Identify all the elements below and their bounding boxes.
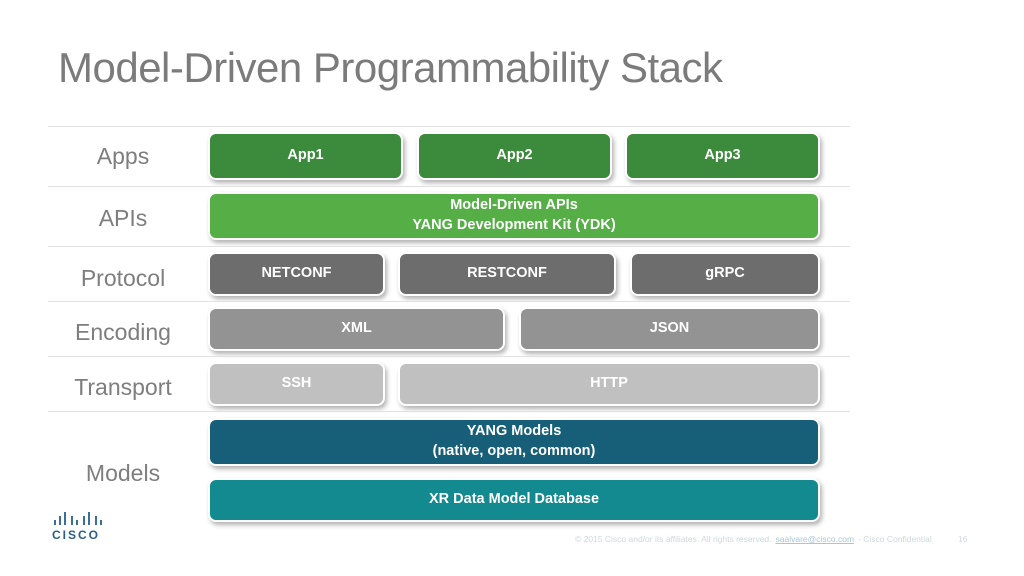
box-label: SSH [281, 375, 312, 392]
cisco-bars-icon [54, 512, 110, 525]
box-netconf[interactable]: NETCONF [208, 252, 385, 296]
box-app1[interactable]: App1 [208, 132, 403, 180]
row-divider [48, 186, 850, 187]
row-divider [48, 411, 850, 412]
row-label-transport: Transport [74, 374, 172, 400]
box-label-line-2: YANG Development Kit (YDK) [412, 217, 616, 233]
box-label-line-1: Model-Driven APIs [450, 197, 578, 214]
box-yang-models[interactable]: YANG Models (native, open, common) [208, 418, 820, 466]
row-divider [48, 356, 850, 357]
box-ssh[interactable]: SSH [208, 362, 385, 406]
box-label: NETCONF [261, 265, 332, 282]
box-http[interactable]: HTTP [398, 362, 820, 406]
box-label: XR Data Model Database [428, 491, 600, 508]
box-app2[interactable]: App2 [417, 132, 612, 180]
box-app3[interactable]: App3 [625, 132, 820, 180]
box-label: App1 [287, 147, 324, 164]
box-restconf[interactable]: RESTCONF [398, 252, 616, 296]
page-title: Model-Driven Programmability Stack [58, 44, 723, 91]
box-grpc[interactable]: gRPC [630, 252, 820, 296]
cisco-wordmark: CISCO [52, 528, 101, 542]
box-label-line-2: (native, open, common) [432, 443, 596, 459]
box-model-driven-apis[interactable]: Model-Driven APIs YANG Development Kit (… [208, 192, 820, 240]
footer-copyright: © 2015 Cisco and/or its affiliates. All … [575, 534, 932, 544]
box-xml[interactable]: XML [208, 307, 505, 351]
box-xr-data-model-database[interactable]: XR Data Model Database [208, 478, 820, 522]
box-label: XML [341, 320, 372, 337]
row-label-models: Models [85, 460, 161, 486]
box-json[interactable]: JSON [519, 307, 820, 351]
footer-copyright-text: © 2015 Cisco and/or its affiliates. All … [575, 534, 772, 544]
box-label: App3 [704, 147, 741, 164]
row-divider [48, 126, 850, 127]
box-label: RESTCONF [467, 265, 547, 282]
row-label-apps: Apps [96, 143, 150, 169]
box-label: gRPC [705, 265, 745, 282]
cisco-logo: CISCO [52, 512, 122, 546]
footer-confidential-text: - Cisco Confidential [858, 534, 932, 544]
footer-email-link[interactable]: saalvare@cisco.com [775, 534, 855, 544]
box-label: App2 [496, 147, 533, 164]
row-label-protocol: Protocol [80, 265, 166, 291]
box-label-line-1: YANG Models [466, 423, 562, 440]
box-label: HTTP [590, 375, 628, 392]
box-label: JSON [649, 320, 690, 337]
row-label-apis: APIs [98, 205, 148, 231]
programmability-stack: Apps App1 App2 App3 APIs Model-Driven AP… [0, 126, 1024, 526]
row-label-encoding: Encoding [75, 319, 171, 345]
row-divider [48, 246, 850, 247]
page-number: 16 [958, 534, 968, 544]
row-divider [48, 301, 850, 302]
